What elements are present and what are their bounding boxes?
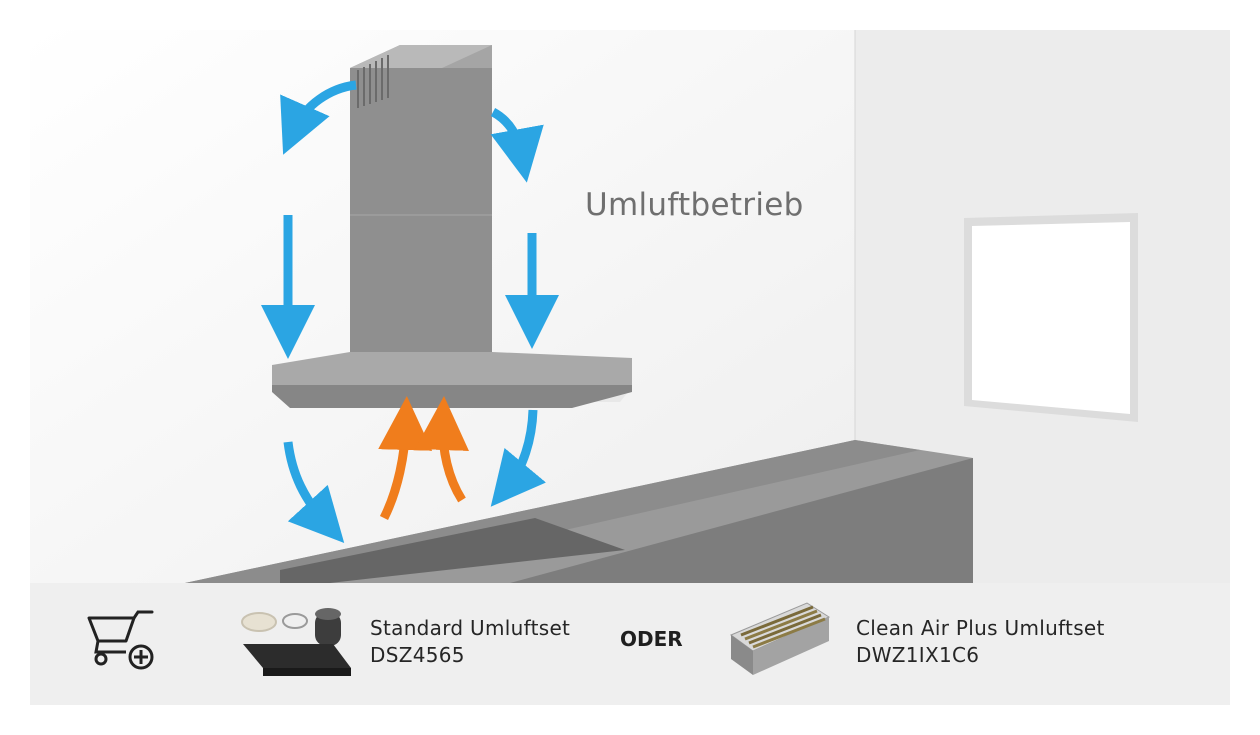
countertop xyxy=(185,440,973,583)
accessory-footer xyxy=(30,583,1230,705)
standard-kit-code: DSZ4565 xyxy=(370,643,465,667)
standard-kit-name: Standard Umluftset xyxy=(370,616,571,640)
window xyxy=(964,213,1138,422)
or-separator: ODER xyxy=(620,627,683,651)
chimney-hood xyxy=(272,45,632,408)
clean-air-arrows xyxy=(261,80,559,543)
clean-air-plus-kit-code: DWZ1IX1C6 xyxy=(856,643,980,667)
cooktop xyxy=(280,518,625,583)
shopping-cart-add-icon[interactable] xyxy=(86,610,158,670)
vent-grille-icon xyxy=(357,55,389,108)
clean-air-plus-kit-name: Clean Air Plus Umluftset xyxy=(856,616,1105,640)
standard-recirculation-kit-image xyxy=(241,608,351,676)
diagram-title: Umluftbetrieb xyxy=(585,187,804,223)
recirculation-diagram xyxy=(30,30,1230,583)
clean-air-plus-kit-image xyxy=(729,602,831,675)
standard-recirculation-kit: Standard Umluftset DSZ4565 xyxy=(370,615,570,669)
suction-arrows xyxy=(378,396,469,521)
clean-air-plus-kit: Clean Air Plus Umluftset DWZ1IX1C6 xyxy=(856,615,1105,669)
